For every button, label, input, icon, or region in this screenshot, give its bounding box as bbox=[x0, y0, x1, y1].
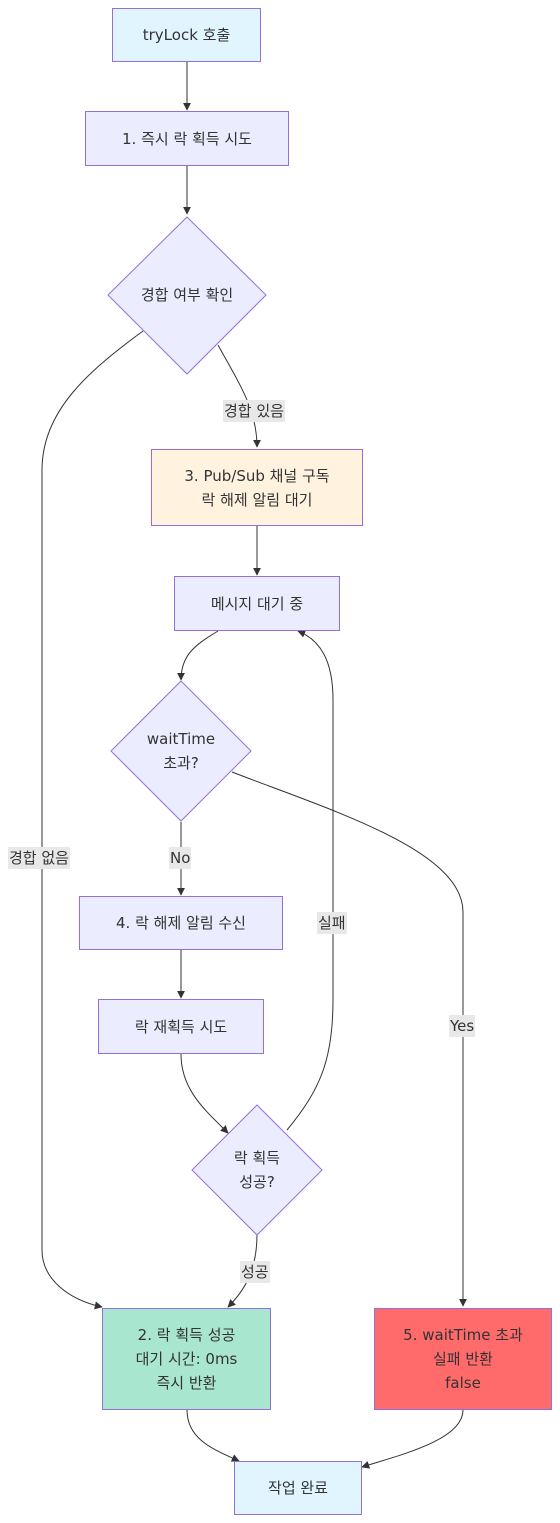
success-check-diamond bbox=[191, 1104, 323, 1236]
edge-label-failed: 실패 bbox=[317, 912, 347, 934]
node-text-line: 초과? bbox=[163, 754, 199, 772]
edge-reacquire-to-successcheck bbox=[180, 1053, 229, 1134]
node-text-line: 성공? bbox=[239, 1173, 275, 1191]
node-text-line: waitTime bbox=[146, 730, 216, 748]
node-text-line: 5. waitTime 초과 bbox=[403, 1326, 523, 1344]
node-text-line: 락 해제 알림 대기 bbox=[201, 490, 313, 509]
edge-fail-to-done bbox=[361, 1409, 464, 1469]
node-text-line: 3. Pub/Sub 채널 구독 bbox=[184, 466, 330, 485]
edge-check-to-success bbox=[41, 330, 144, 1310]
timeout-check-label: waitTime 초과? bbox=[111, 727, 251, 775]
node-text-line: 작업 완료 bbox=[268, 1479, 328, 1497]
node-text-line: 즉시 반환 bbox=[156, 1374, 217, 1392]
edge-label-yes: Yes bbox=[449, 1015, 476, 1037]
node-text-line: 4. 락 해제 알림 수신 bbox=[116, 914, 246, 932]
contention-check-diamond bbox=[107, 216, 267, 375]
waiting-node: 메시지 대기 중 bbox=[174, 576, 340, 631]
reacquire-node: 락 재획득 시도 bbox=[98, 999, 264, 1054]
node-text-line: 메시지 대기 중 bbox=[210, 594, 304, 613]
timeout-check-diamond bbox=[110, 680, 252, 822]
edge-success-to-done bbox=[186, 1409, 240, 1462]
node-text-line: 1. 즉시 락 획득 시도 bbox=[122, 129, 252, 148]
node-text-line: 대기 시간: 0ms bbox=[135, 1350, 238, 1368]
done-node: 작업 완료 bbox=[234, 1461, 362, 1515]
node-text-line: 락 획득 bbox=[233, 1149, 281, 1167]
node-text-line: 2. 락 획득 성공 bbox=[137, 1326, 236, 1344]
node-text-line: tryLock 호출 bbox=[142, 26, 231, 44]
try-acquire-node: 1. 즉시 락 획득 시도 bbox=[85, 111, 289, 166]
edge-check-to-subscribe bbox=[217, 344, 261, 448]
edge-waiting-to-timeout bbox=[177, 630, 219, 681]
edge-label-contended: 경합 있음 bbox=[223, 400, 285, 422]
node-text-line: 락 재획득 시도 bbox=[134, 1017, 228, 1036]
edge-label-uncontended: 경합 없음 bbox=[8, 847, 70, 869]
node-text-line: false bbox=[445, 1374, 481, 1392]
edge-label-succeeded: 성공 bbox=[240, 1261, 270, 1283]
edge-timeout-to-fail bbox=[231, 771, 467, 1307]
node-text-line: 실패 반환 bbox=[433, 1350, 493, 1368]
node-text-line: 경합 여부 확인 bbox=[140, 286, 234, 304]
contention-check-label: 경합 여부 확인 bbox=[108, 271, 266, 319]
edge-label-no: No bbox=[169, 847, 192, 869]
start-node: tryLock 호출 bbox=[112, 8, 261, 62]
receive-node: 4. 락 해제 알림 수신 bbox=[79, 896, 283, 950]
edge-successcheck-to-waiting bbox=[286, 630, 334, 1131]
